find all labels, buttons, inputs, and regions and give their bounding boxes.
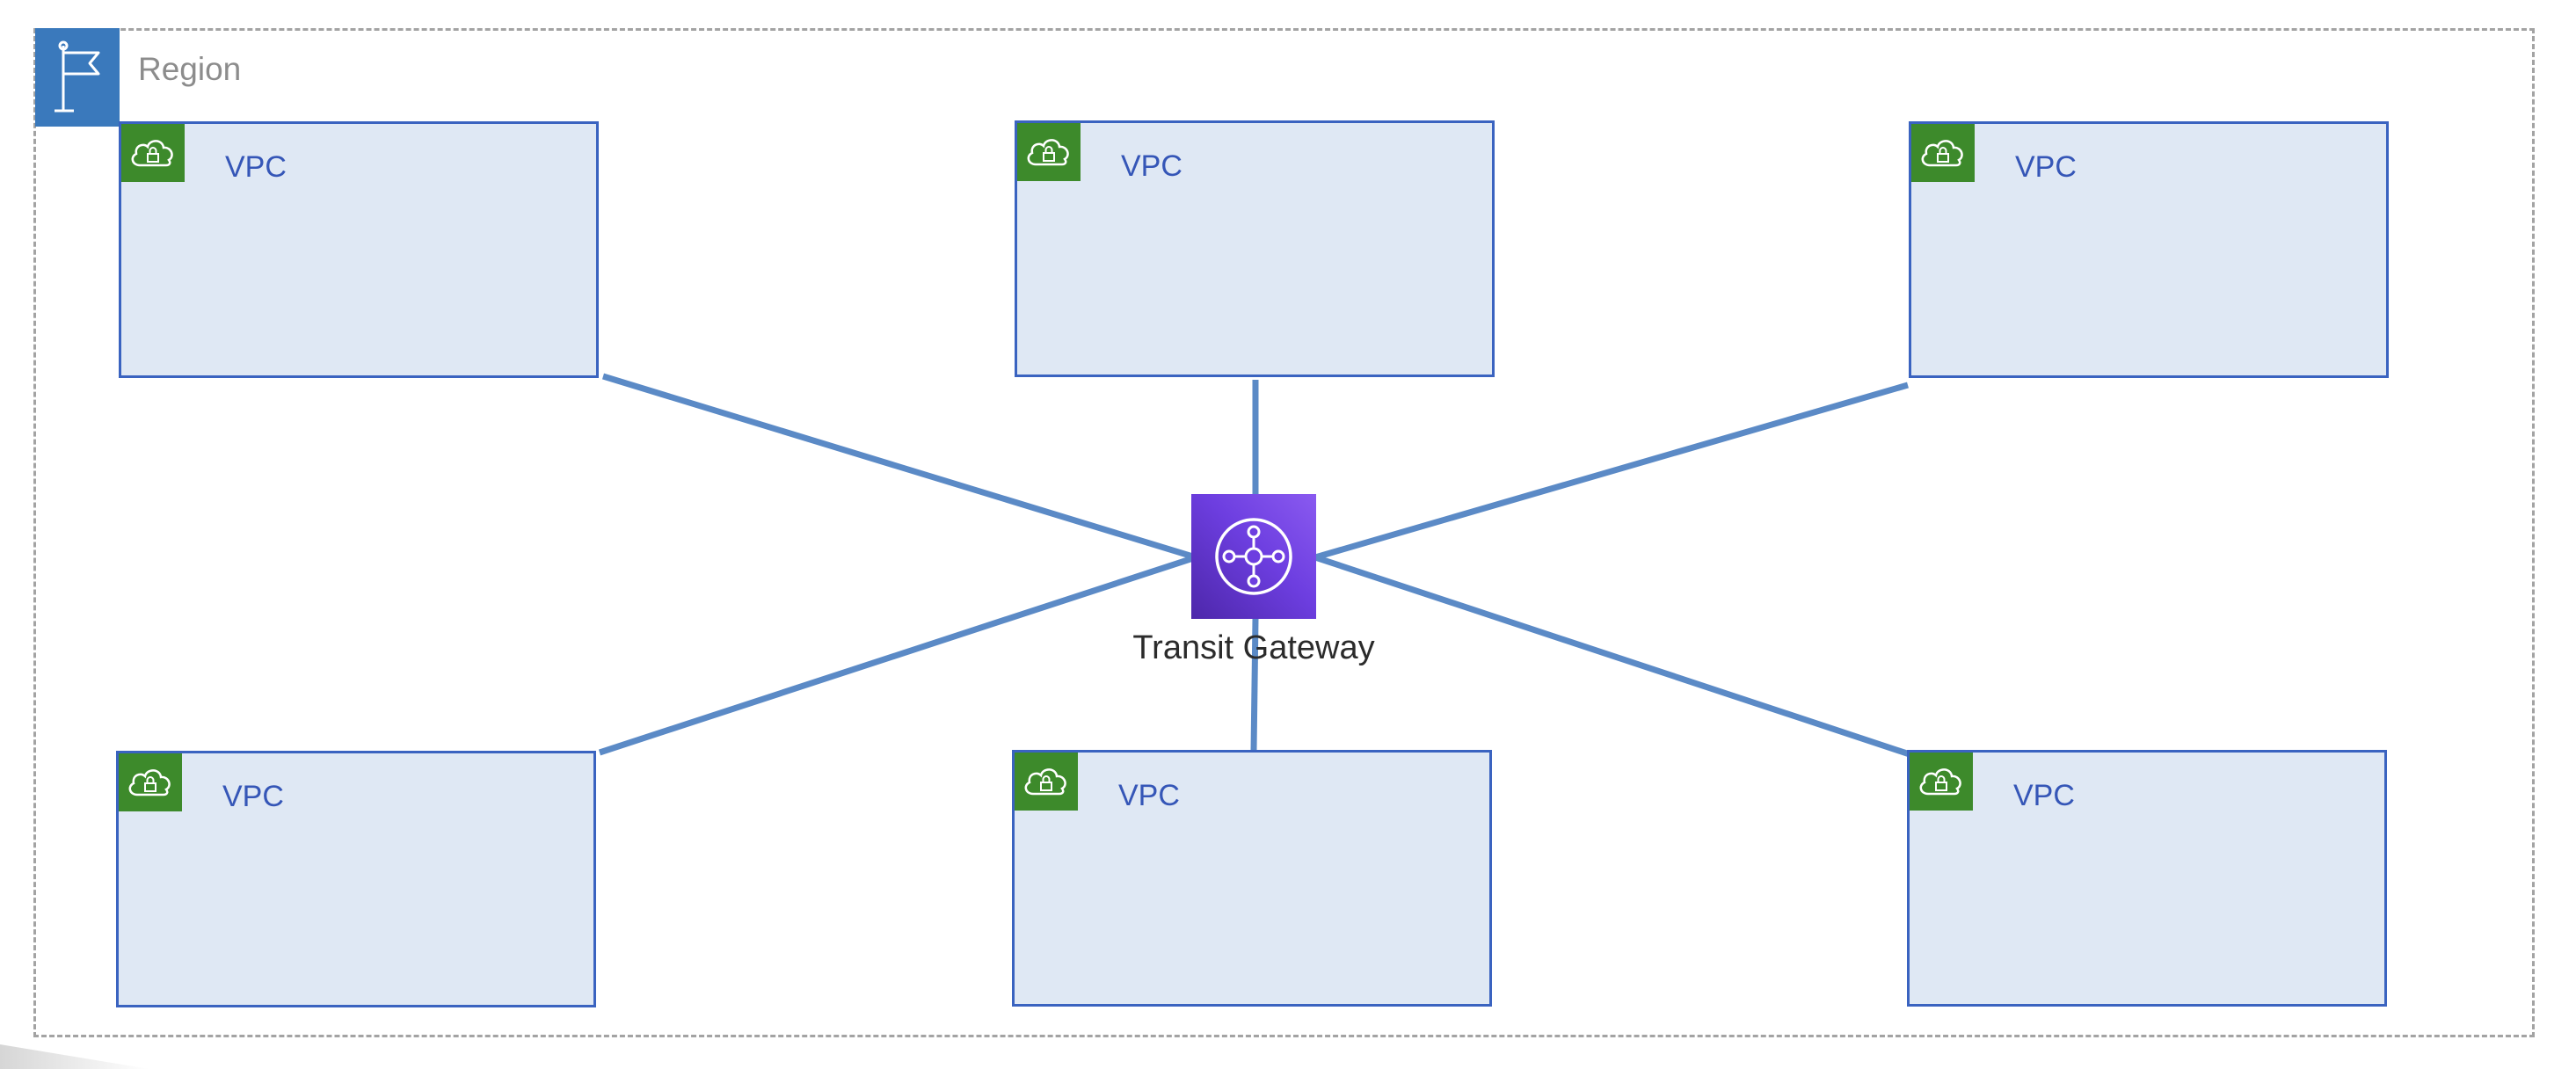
vpc-box[interactable]: VPC <box>1015 120 1495 377</box>
vpc-box[interactable]: VPC <box>1909 121 2389 378</box>
vpc-label: VPC <box>1118 779 1180 812</box>
transit-gateway-icon[interactable] <box>1191 494 1316 619</box>
vpc-label: VPC <box>222 780 284 813</box>
link-vpc-bottom-right <box>1313 554 1911 758</box>
vpc-cloud-lock-icon <box>1015 753 1078 811</box>
vpc-cloud-lock-icon <box>121 124 185 182</box>
transit-gateway-label: Transit Gateway <box>1132 629 1375 666</box>
vpc-box[interactable]: VPC <box>119 121 599 378</box>
vpc-cloud-lock-icon <box>1017 123 1081 181</box>
link-vpc-top-left <box>601 373 1197 561</box>
flag-icon <box>35 28 120 127</box>
link-vpc-top-right <box>1314 382 1909 561</box>
vpc-label: VPC <box>2015 150 2077 184</box>
vpc-label: VPC <box>1121 149 1182 183</box>
link-vpc-bottom-center <box>1250 618 1259 752</box>
link-vpc-bottom-left <box>598 554 1197 756</box>
vpc-label: VPC <box>2013 779 2075 812</box>
vpc-cloud-lock-icon <box>119 753 182 811</box>
vpc-cloud-lock-icon <box>1910 753 1973 811</box>
vpc-box[interactable]: VPC <box>116 751 596 1007</box>
vpc-label: VPC <box>225 150 287 184</box>
region-label: Region <box>138 51 242 87</box>
vpc-box[interactable]: VPC <box>1907 750 2387 1007</box>
region-boundary <box>33 28 2535 1037</box>
vpc-box[interactable]: VPC <box>1012 750 1492 1007</box>
vpc-cloud-lock-icon <box>1911 124 1975 182</box>
